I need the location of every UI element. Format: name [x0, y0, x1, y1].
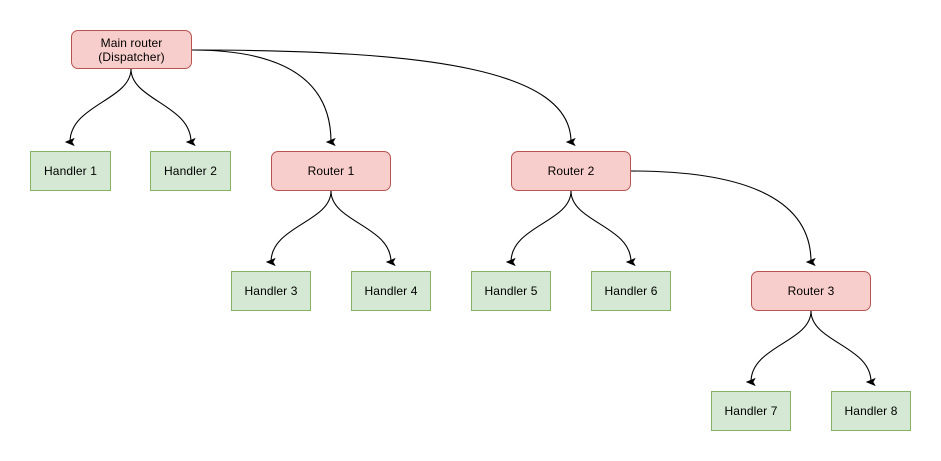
node-handler6[interactable]: Handler 6: [591, 271, 671, 311]
node-label-handler2: Handler 2: [164, 164, 217, 178]
node-label-router3: Router 3: [787, 284, 835, 298]
edge-router3-to-handler7: [746, 310, 812, 386]
node-router2[interactable]: Router 2: [511, 151, 631, 191]
node-label-handler6: Handler 6: [604, 284, 658, 298]
edge-main-to-router1: [191, 49, 336, 146]
edge-router2-to-handler6: [570, 190, 636, 266]
node-label-handler7: Handler 7: [724, 404, 778, 418]
node-label-router2: Router 2: [547, 164, 595, 178]
edge-main-to-handler2: [130, 68, 196, 146]
node-handler7[interactable]: Handler 7: [711, 391, 791, 431]
node-label-handler5: Handler 5: [484, 284, 538, 298]
node-handler5[interactable]: Handler 5: [471, 271, 551, 311]
node-label-handler1: Handler 1: [44, 164, 97, 178]
node-handler8[interactable]: Handler 8: [831, 391, 911, 431]
edge-router1-to-handler4: [330, 190, 396, 266]
edge-router2-to-handler5: [506, 190, 572, 266]
node-label-router1: Router 1: [307, 164, 355, 178]
edge-router2-to-router3: [630, 170, 816, 266]
node-label-handler4: Handler 4: [364, 284, 418, 298]
node-label-handler3: Handler 3: [244, 284, 298, 298]
edge-router1-to-handler3: [266, 190, 332, 266]
edge-main-to-router2: [191, 49, 576, 146]
edge-main-to-handler1: [65, 68, 132, 146]
node-handler1[interactable]: Handler 1: [30, 151, 111, 191]
node-main[interactable]: Main router (Dispatcher): [71, 30, 192, 69]
edge-paths: [65, 49, 876, 386]
node-router3[interactable]: Router 3: [751, 271, 871, 311]
node-handler3[interactable]: Handler 3: [231, 271, 311, 311]
node-handler2[interactable]: Handler 2: [150, 151, 231, 191]
node-router1[interactable]: Router 1: [271, 151, 391, 191]
node-label-handler8: Handler 8: [844, 404, 898, 418]
node-handler4[interactable]: Handler 4: [351, 271, 431, 311]
node-label-main: Main router (Dispatcher): [98, 35, 165, 64]
edge-router3-to-handler8: [810, 310, 876, 386]
